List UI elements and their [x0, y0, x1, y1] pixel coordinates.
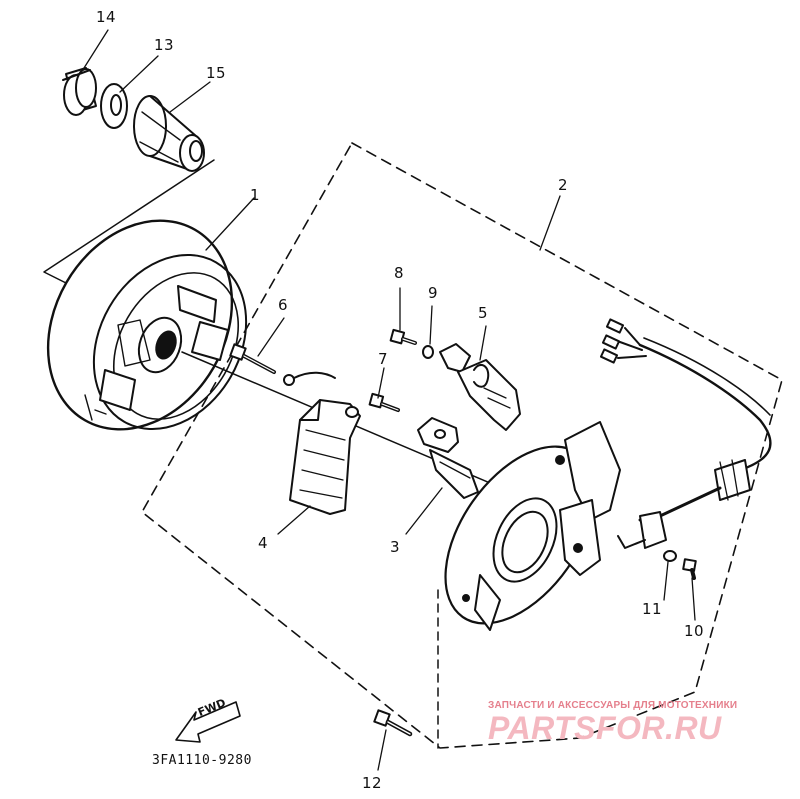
bolt-part-7 [368, 392, 400, 412]
callout-14: 14 [96, 8, 117, 26]
callout-12: 12 [362, 774, 383, 792]
watermark-logo: PARTSFOR.RU [488, 710, 722, 746]
callout-9: 9 [428, 284, 439, 302]
bolt-part-8 [389, 328, 417, 345]
leader-7 [377, 367, 385, 399]
callout-6: 6 [278, 296, 289, 314]
wiring-harness [599, 318, 772, 549]
callout-8: 8 [394, 264, 405, 282]
bolt-part-6 [229, 343, 276, 374]
flywheel-rotor-part-1 [46, 219, 248, 431]
bolt-part-12 [373, 709, 413, 737]
stator-assembly-boundary [141, 142, 783, 749]
diagram-code: 3FA1110-9280 [152, 753, 252, 768]
ground-wire-clip [283, 371, 336, 386]
leader-9 [429, 305, 433, 345]
leader-3 [405, 487, 443, 535]
leader-2 [539, 195, 561, 251]
washer-part-9 [422, 345, 434, 359]
callout-4: 4 [258, 534, 269, 552]
leader-5 [479, 325, 487, 361]
washer-part-13 [100, 83, 128, 129]
collar-part-15 [133, 95, 205, 172]
callout-7: 7 [378, 350, 389, 368]
contact-breaker-part-5 [439, 343, 521, 431]
leader-15 [169, 81, 211, 113]
callout-15: 15 [206, 64, 227, 82]
callout-1: 1 [250, 186, 261, 204]
pickup-part-3 [417, 417, 479, 499]
leader-12 [377, 729, 387, 771]
leader-6 [257, 317, 285, 357]
leader-13 [119, 55, 159, 93]
callout-10: 10 [684, 622, 705, 640]
callout-5: 5 [478, 304, 489, 322]
callout-13: 13 [154, 36, 175, 54]
leader-1 [205, 197, 255, 251]
stator-plate [444, 421, 621, 631]
fwd-arrow-icon [175, 701, 241, 743]
coil-part-4 [289, 399, 361, 515]
leader-4 [277, 505, 311, 535]
callout-11: 11 [642, 600, 663, 618]
nut-part-14 [62, 67, 97, 116]
callout-2: 2 [558, 176, 569, 194]
leader-15-to-flywheel [43, 159, 215, 286]
callout-3: 3 [390, 538, 401, 556]
washer-part-11 [663, 550, 677, 562]
watermark-tagline: ЗАПЧАСТИ И АКСЕССУАРЫ ДЛЯ МОТОТЕХНИКИ [488, 700, 738, 711]
leader-11 [663, 561, 669, 601]
leader-14 [83, 29, 109, 69]
bolt-part-10 [682, 558, 697, 580]
leader-10 [691, 577, 696, 621]
